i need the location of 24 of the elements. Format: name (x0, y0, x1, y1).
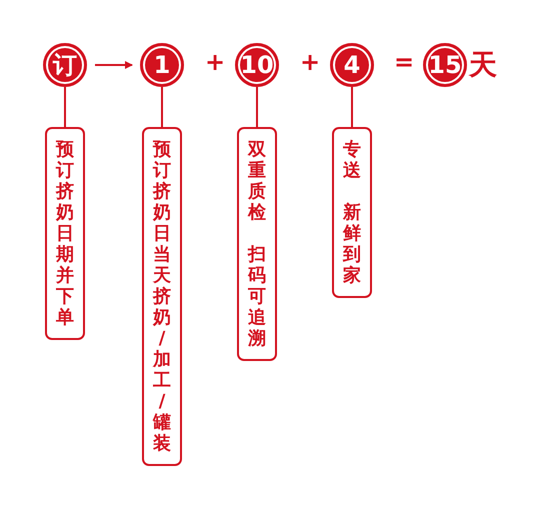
description-box (332, 127, 372, 298)
connector-line (64, 87, 66, 127)
step-description: 专送 (342, 139, 362, 181)
connector-line (256, 87, 258, 127)
step-circle: 15 (423, 43, 467, 87)
step-description: 双重质检 (247, 139, 267, 223)
operator-sign: = (394, 48, 414, 76)
connector-line (351, 87, 353, 127)
unit-text: 天 (469, 47, 497, 83)
step-description: 新鲜到家 (342, 202, 362, 286)
step-circle: 10 (235, 43, 279, 87)
step-description: 预订挤奶日当天挤奶/加工/罐装 (152, 139, 172, 454)
step-description: 扫码可追溯 (247, 244, 267, 349)
operator-sign: + (300, 48, 320, 76)
operator-sign: + (205, 48, 226, 76)
step-circle: 4 (330, 43, 374, 87)
description-box (45, 127, 85, 340)
step-circle: 1 (140, 43, 184, 87)
connector-line (161, 87, 163, 127)
step-circle: 订 (43, 43, 87, 87)
arrow (95, 61, 133, 69)
step-description: 预订挤奶日期并下单 (55, 139, 75, 328)
description-box (237, 127, 277, 361)
description-box (142, 127, 182, 466)
